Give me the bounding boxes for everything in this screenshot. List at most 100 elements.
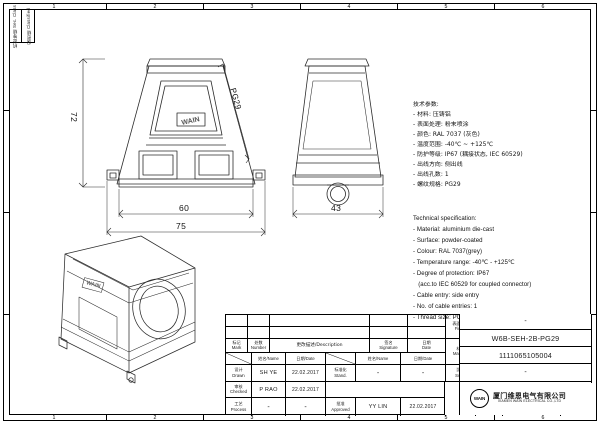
diagonal-slash-left: [226, 353, 251, 364]
sign-name-process-value: -: [267, 403, 270, 411]
sign-role-standard-cn: 标准化: [334, 367, 347, 373]
side-base-flange: [292, 174, 384, 186]
sign-role-approved-en: Approved: [331, 406, 350, 412]
id-drawing-no-field-text: -: [524, 318, 527, 325]
iso-gland-bore-outer: [132, 278, 186, 340]
zone-tick: [494, 3, 495, 9]
spec-en-line-1: - Surface: powder-coated: [413, 237, 483, 244]
drawing-area: WAIN WAIN 72 60 75 43 PG29 技术参数: - 材料: 压…: [9, 9, 591, 415]
spec-cn-line-0: - 材料: 压铸铝: [413, 112, 451, 118]
company-logo-icon: WAIN: [470, 389, 489, 408]
iso-brand-plate: [81, 277, 105, 293]
iso-lug-hole: [128, 377, 134, 383]
zone-tick: [106, 3, 107, 9]
company-block-divider: [444, 382, 445, 415]
sign-role-standard: 标准化 Stand.: [326, 365, 356, 382]
dim-label-height: 72: [69, 112, 79, 123]
side-top-bevel: [304, 58, 370, 67]
rev-header-number-cn: 处数: [254, 339, 263, 345]
spec-en-line-7: - No. of cable entries: 1: [413, 303, 478, 310]
sign-header-name-right-label: 姓名/Name: [367, 355, 389, 361]
iso-lug-left: [58, 336, 68, 350]
front-base-flange: [118, 178, 254, 188]
dim-label-width-outer: 75: [176, 221, 187, 231]
dim-arrow-pg29-top: [217, 63, 226, 71]
id-part-no-field-text: 1111065105004: [499, 350, 552, 360]
front-lug-right: [252, 169, 266, 181]
sign-name-process: -: [252, 398, 286, 416]
front-brand-text: WAIN: [181, 116, 200, 127]
sign-name-standard-value: -: [376, 369, 380, 377]
sign-date-process: -: [286, 398, 326, 416]
front-upper-recess-inner: [154, 85, 218, 132]
dim-line-pg29: [222, 63, 250, 160]
zone-tick: [3, 212, 9, 213]
company-logo-text: WAIN: [473, 396, 486, 401]
spec-en-line-2: - Colour: RAL 7037(grey): [413, 248, 483, 255]
zone-label-bottom-1: 1: [52, 415, 56, 421]
sign-name-standard: -: [356, 365, 401, 382]
zone-tick: [203, 3, 204, 9]
sign-role-approved-cn: 批准: [336, 401, 345, 407]
classification-stamp: 机密等级 Sec. Class 保密级 Classified: [9, 5, 35, 47]
dim-ext-60: [118, 189, 254, 217]
diagonal-slash-right: [326, 353, 355, 364]
sign-date-drawn: 22.02.2017: [286, 365, 326, 382]
rev-row1-desc: [270, 315, 370, 327]
spec-cn-line-4: - 防护等级: IP67 (耦接状态, IEC 60529): [413, 152, 523, 158]
front-top-cap: [146, 65, 226, 74]
sign-name-drawn: SH YE: [252, 365, 286, 382]
iso-lug-front: [126, 370, 136, 384]
iso-band-lower: [62, 318, 196, 353]
zone-tick: [3, 314, 9, 315]
spec-cn-line-3: - 温度范围: -40℃ ~ +125℃: [413, 142, 494, 148]
spec-en-line-6: - Cable entry: side entry: [413, 292, 479, 299]
sign-header-date-right-label: 日期/Date: [413, 355, 433, 361]
sign-date-standard: -: [401, 365, 446, 382]
sign-header-name-left-label: 姓名/Name: [258, 355, 279, 361]
id-column-divider: [459, 314, 460, 415]
company-block: WAIN 厦门维恩电气有限公司 XIAMEN WAIN ELECTRICAL C…: [445, 382, 591, 415]
rev-header-sign: 签名 Signature: [370, 339, 408, 353]
sign-role-standard-en: Stand.: [334, 372, 347, 378]
side-body-outline: [294, 65, 382, 178]
id-part-name-field-text: -: [524, 369, 527, 376]
sign-header-date-right: 日期/Date: [401, 353, 446, 365]
sign-date-standard-value: -: [421, 369, 425, 377]
sign-date-approved: 22.02.2017: [401, 398, 446, 416]
zone-tick: [591, 110, 597, 111]
dim-label-width-inner: 60: [179, 203, 190, 213]
sign-name-drawn-value: SH YE: [259, 370, 278, 376]
sign-role-drawn: 设计 Drawn: [226, 365, 252, 382]
iso-gland-bore-inner: [139, 285, 179, 333]
rev-header-mark-en: Mark: [231, 345, 242, 351]
front-top-bevel: [146, 58, 226, 67]
spec-cn-line-6: - 出线孔数: 1: [413, 172, 449, 178]
zone-label-bottom-4: 4: [347, 415, 351, 421]
front-lug-left-hole: [109, 172, 117, 179]
sign-role-process: 工艺 Process: [226, 398, 252, 416]
sign-spacer-right: [326, 382, 446, 398]
rev-row2-number: [248, 327, 270, 339]
rev-row2-desc: [270, 327, 370, 339]
dim-arrow-pg29-bot: [244, 154, 250, 164]
spec-en-line-3: - Temperature range: -40℃ - +125℃: [413, 259, 515, 266]
rev-header-date: 日期 Date: [408, 339, 446, 353]
id-drawing-no-field: -: [460, 314, 591, 330]
rev-header-mark: 标记 Mark: [226, 339, 248, 353]
spec-cn-title: 技术参数:: [413, 102, 439, 108]
classification-col-1: 机密等级 Sec. Class: [9, 5, 22, 47]
drawing-geometry: WAIN WAIN: [58, 58, 384, 384]
zone-label-bottom-5: 5: [444, 415, 448, 421]
id-part-code-field-text: W6B-SEH-2B-PG29: [491, 333, 560, 343]
iso-band-upper: [66, 270, 194, 304]
id-part-name-field: -: [460, 364, 591, 382]
zone-label-bottom-6: 6: [541, 415, 545, 421]
front-lug-left: [106, 169, 120, 181]
iso-view: [58, 235, 196, 384]
zone-tick: [591, 212, 597, 213]
sign-header-name-right: 姓名/Name: [356, 353, 401, 365]
rev-header-number-en: Number: [250, 345, 267, 351]
sign-name-checked-value: P RAO: [259, 386, 278, 393]
